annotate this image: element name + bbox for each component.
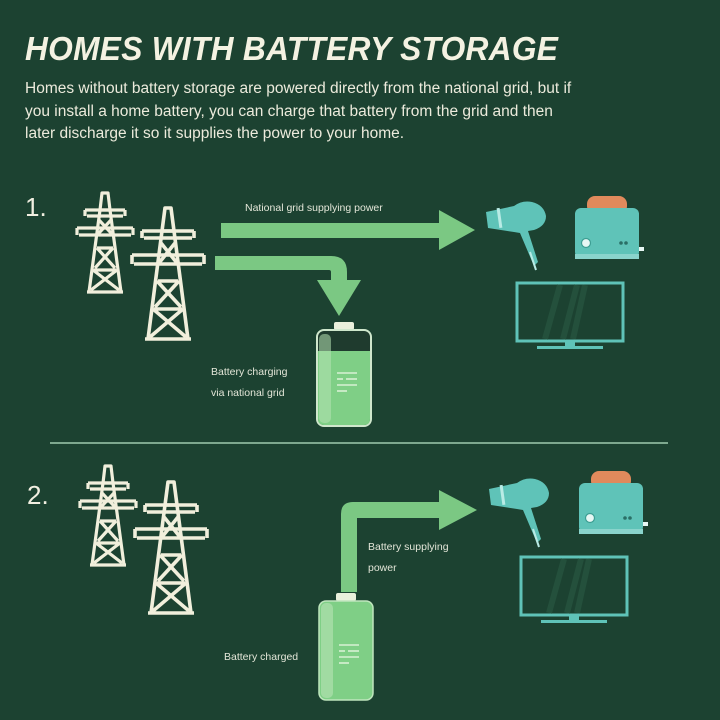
tv-icon — [515, 281, 625, 349]
hair-dryer-icon — [489, 478, 549, 548]
battery-icon — [318, 593, 374, 701]
pylon-icon — [75, 191, 135, 294]
battery-supply-arrow — [341, 490, 477, 592]
charging-arrow — [215, 256, 361, 316]
battery-charged-label: Battery charged — [224, 651, 299, 663]
grid-supply-arrow — [221, 210, 475, 250]
pylon-icon — [78, 464, 138, 567]
battery-supply-label: Battery supplying power — [368, 541, 449, 574]
step-number-1: 1. — [25, 192, 47, 222]
pylon-icon — [133, 480, 209, 615]
toaster-icon — [579, 471, 648, 534]
battery-charging-label: Battery charging via national grid — [211, 366, 288, 399]
hair-dryer-icon — [486, 201, 546, 271]
section-divider — [50, 442, 668, 444]
toaster-icon — [575, 196, 644, 259]
page-title: HOMES WITH BATTERY STORAGE — [25, 30, 559, 67]
intro-paragraph: Homes without battery storage are powere… — [25, 80, 572, 142]
pylon-icon — [130, 206, 206, 341]
grid-arrow-label: National grid supplying power — [245, 202, 383, 214]
tv-icon — [519, 555, 629, 623]
step-number-2: 2. — [27, 480, 49, 510]
battery-icon — [316, 322, 372, 427]
